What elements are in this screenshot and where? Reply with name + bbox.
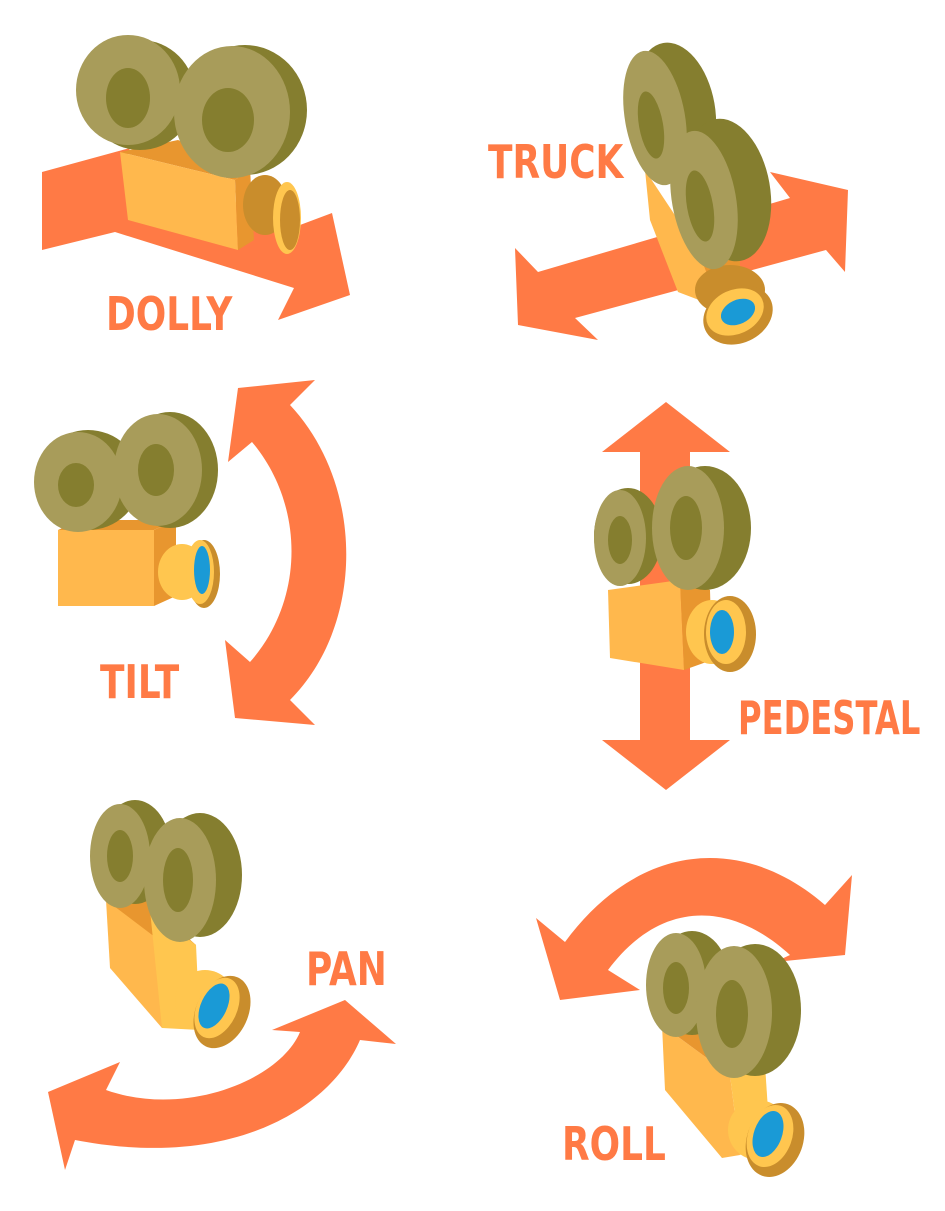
tilt-curved-arrow: [225, 380, 347, 725]
truck-panel: TRUCK: [488, 42, 848, 345]
roll-reel-front-icon: [696, 944, 801, 1078]
truck-reel-front-icon: [670, 118, 772, 270]
pedestal-reel-back-icon: [594, 488, 662, 586]
roll-lens-glass: [752, 1110, 784, 1158]
pan-reel-back-icon: [90, 800, 171, 908]
pan-camera-body: [106, 900, 172, 1028]
pan-label: PAN: [306, 943, 387, 997]
tilt-panel: TILT: [34, 380, 347, 725]
dolly-lens-rim: [280, 190, 300, 250]
truck-camera-body: [645, 170, 720, 308]
tilt-reel-right-icon: [114, 412, 218, 528]
roll-label: ROLL: [562, 1118, 666, 1172]
pedestal-label: PEDESTAL: [738, 692, 920, 745]
pan-curved-arrow: [48, 1000, 396, 1170]
roll-camera-body: [662, 1025, 740, 1158]
pedestal-lens-glass: [710, 610, 734, 654]
dolly-label: DOLLY: [106, 288, 233, 342]
pan-reel-front-icon: [144, 813, 242, 942]
truck-label: TRUCK: [488, 136, 625, 190]
tilt-reel-left-icon: [34, 430, 140, 532]
pan-panel: PAN: [48, 800, 396, 1170]
tilt-camera-body: [58, 530, 154, 606]
pedestal-panel: PEDESTAL: [594, 402, 920, 790]
dolly-reel-right-icon: [174, 45, 307, 178]
pedestal-camera-body: [608, 580, 684, 670]
roll-curved-arrow: [536, 858, 852, 1000]
dolly-camera-body: [120, 152, 238, 250]
dolly-panel: DOLLY: [42, 35, 350, 341]
dolly-reel-left-icon: [76, 35, 195, 150]
pan-lens-glass: [198, 983, 230, 1029]
pedestal-reel-front-icon: [652, 466, 751, 590]
truck-lens-glass: [720, 298, 756, 326]
tilt-lens-glass: [194, 546, 210, 594]
roll-panel: ROLL: [536, 858, 852, 1177]
tilt-label: TILT: [100, 656, 179, 710]
